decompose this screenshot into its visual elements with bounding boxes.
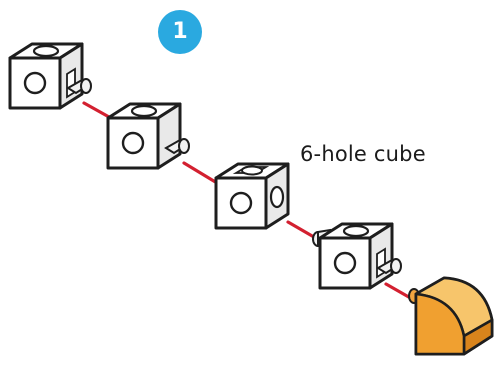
cube-4 (312, 222, 403, 290)
cube-1 (8, 42, 93, 110)
cube-2 (106, 102, 191, 170)
step-number-badge: 1 (158, 10, 202, 54)
end-cap (408, 276, 494, 356)
cube-3-six-hole (214, 162, 290, 230)
part-name-label: 6-hole cube (300, 142, 426, 166)
